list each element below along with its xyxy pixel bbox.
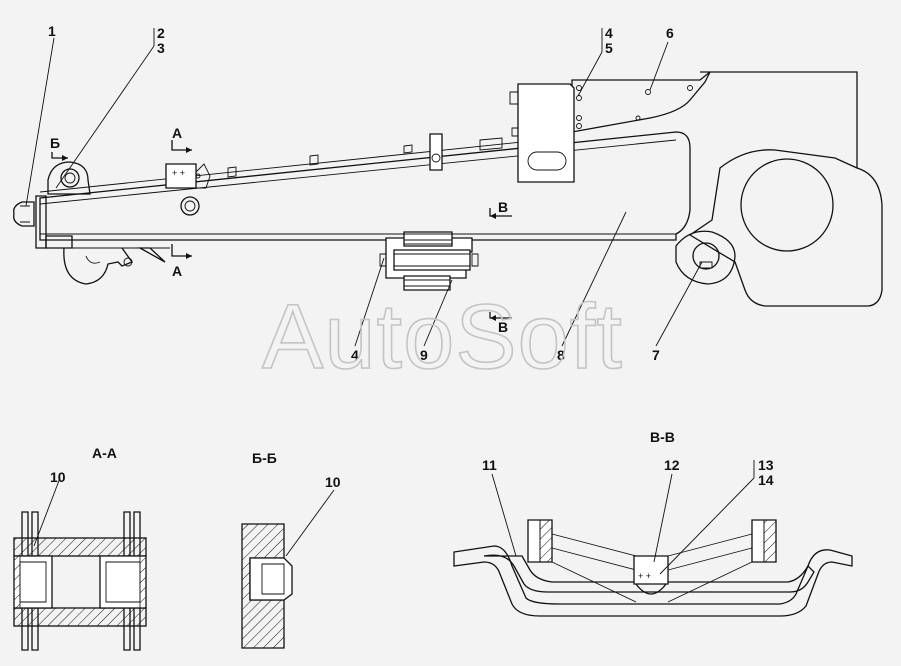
eye-lug	[47, 161, 91, 195]
bearing-block	[379, 231, 479, 291]
section-mark-a-top: А	[171, 125, 192, 153]
svg-text:8: 8	[557, 347, 565, 363]
svg-text:+ +: + +	[638, 571, 651, 581]
bolt-boss	[429, 133, 443, 171]
svg-text:13: 13	[758, 457, 774, 473]
main-assembly-view: + +	[13, 23, 883, 363]
hitch-knob	[13, 201, 35, 227]
svg-text:А-А: А-А	[92, 445, 117, 461]
svg-text:В: В	[498, 319, 508, 335]
watermark: AutoSoft	[262, 286, 623, 388]
svg-text:10: 10	[50, 469, 66, 485]
svg-text:1: 1	[48, 23, 56, 39]
svg-text:Б-Б: Б-Б	[252, 450, 277, 466]
hook	[63, 247, 134, 285]
svg-text:14: 14	[758, 472, 774, 488]
round-plug	[180, 196, 200, 216]
svg-text:7: 7	[652, 347, 660, 363]
section-bb: Б-Б 10	[241, 450, 341, 649]
svg-text:А: А	[172, 125, 182, 141]
section-mark-v-top: В	[489, 199, 512, 219]
slot-bracket	[517, 83, 575, 183]
svg-text:6: 6	[666, 25, 674, 41]
arm-body	[39, 131, 691, 241]
rear-housing	[688, 71, 883, 307]
svg-text:А: А	[172, 263, 182, 279]
svg-text:9: 9	[420, 347, 428, 363]
slot	[527, 151, 567, 171]
svg-text:4: 4	[351, 347, 359, 363]
svg-text:В-В: В-В	[650, 429, 675, 445]
section-aa: А-А 10	[13, 445, 147, 651]
svg-text:12: 12	[664, 457, 680, 473]
svg-text:5: 5	[605, 40, 613, 56]
cover-plate	[571, 71, 711, 133]
svg-text:Б: Б	[50, 135, 60, 151]
section-mark-v-bottom: В	[489, 312, 512, 335]
svg-text:2: 2	[157, 25, 165, 41]
section-mark-b: Б	[50, 135, 68, 161]
pivot-hole	[692, 242, 720, 270]
pivot-lug	[675, 230, 736, 285]
svg-text:+ +: + +	[172, 168, 185, 178]
svg-text:10: 10	[325, 474, 341, 490]
svg-text:В: В	[498, 199, 508, 215]
main-bore-circle	[740, 158, 834, 252]
svg-text:4: 4	[605, 25, 613, 41]
svg-text:3: 3	[157, 40, 165, 56]
section-vv: В-В + + 11 12 13 14	[453, 429, 853, 617]
section-mark-a-bottom: А	[171, 244, 192, 279]
svg-text:11: 11	[482, 457, 497, 473]
